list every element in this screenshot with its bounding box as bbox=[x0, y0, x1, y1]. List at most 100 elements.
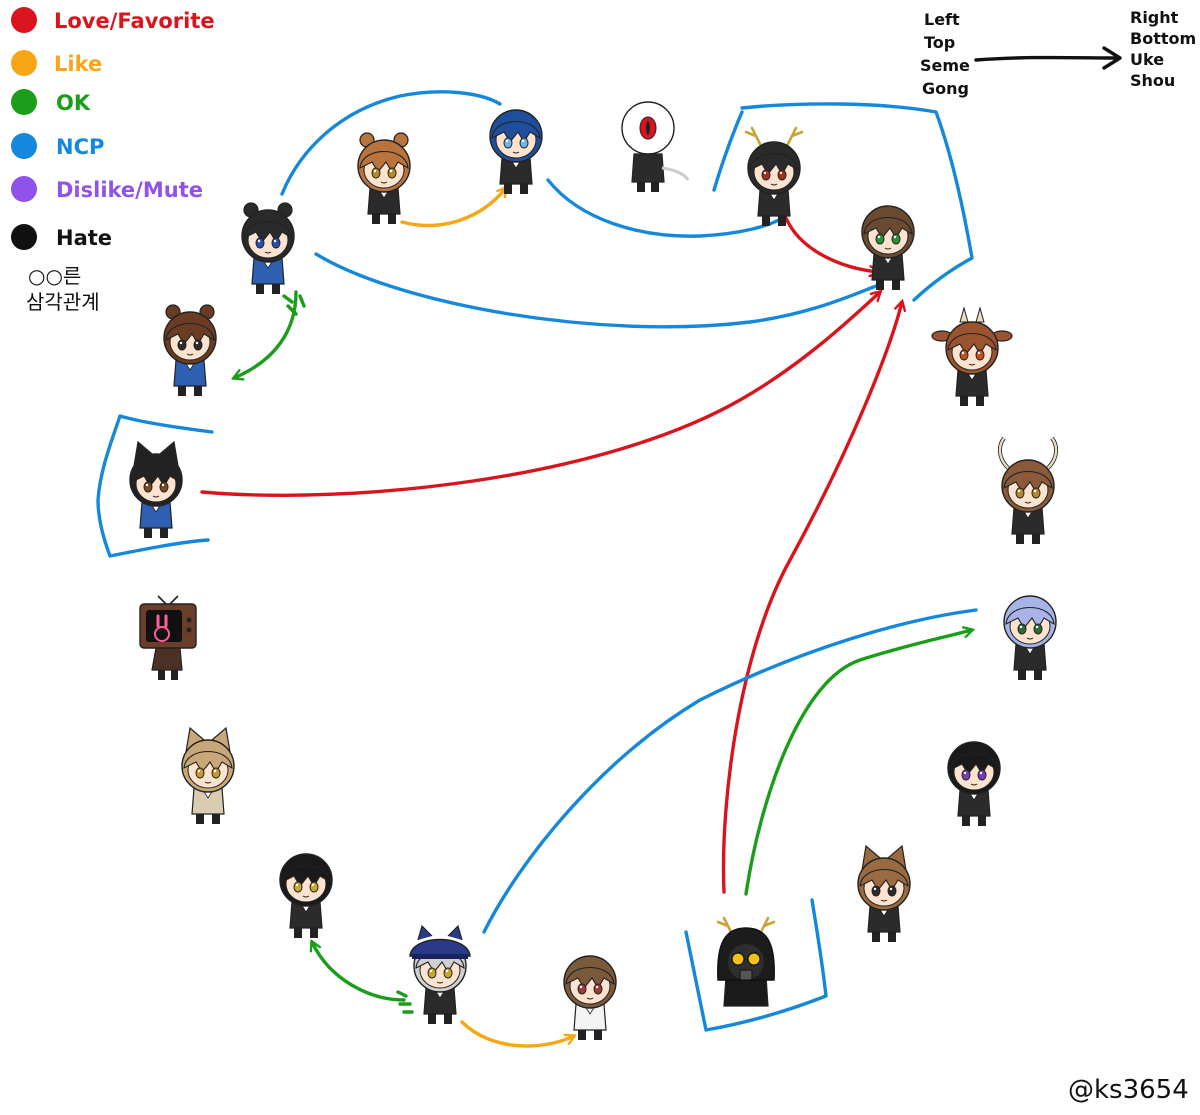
eye-shine-icon bbox=[145, 483, 149, 487]
bangs-icon bbox=[183, 750, 233, 774]
direction-left-line2: Top bbox=[924, 33, 955, 52]
body-icon bbox=[631, 153, 665, 183]
leg-icon bbox=[444, 1014, 452, 1024]
leg-icon bbox=[778, 216, 786, 226]
leg-icon bbox=[256, 284, 264, 294]
relation-line-r03 bbox=[546, 178, 784, 238]
bangs-icon bbox=[491, 120, 541, 144]
legend: Love/Favorite Like OK NCP Dislike/Mute H… bbox=[11, 7, 215, 314]
eye-shine-icon bbox=[873, 887, 877, 891]
legend-item-dislike: Dislike/Mute bbox=[11, 176, 203, 202]
leg-icon bbox=[892, 280, 900, 290]
eye-shine-icon bbox=[579, 985, 583, 989]
leg-icon bbox=[212, 814, 220, 824]
ok-sparkle-lower-icon bbox=[396, 990, 414, 1014]
leg-icon bbox=[272, 284, 280, 294]
leg-icon bbox=[578, 1030, 586, 1040]
artist-credit: @ks3654 bbox=[1068, 1075, 1189, 1105]
bunny-ear-icon bbox=[156, 614, 168, 628]
eye-shine-icon bbox=[963, 771, 967, 775]
mouth-icon bbox=[152, 495, 160, 498]
bangs-icon bbox=[281, 864, 331, 888]
bangs-icon bbox=[243, 220, 293, 244]
eye-icon bbox=[887, 885, 897, 897]
mouth-icon bbox=[204, 781, 212, 784]
direction-arrow-icon bbox=[974, 55, 1120, 62]
leg-icon bbox=[888, 932, 896, 942]
eye-icon bbox=[193, 339, 203, 351]
leg-icon bbox=[962, 816, 970, 826]
eye-shine-icon bbox=[1033, 489, 1037, 493]
eye-shine-icon bbox=[213, 769, 217, 773]
eye-shine-icon bbox=[505, 139, 509, 143]
eye-icon bbox=[309, 881, 319, 893]
eye-shine-icon bbox=[161, 483, 165, 487]
legend-item-like: Like bbox=[11, 50, 102, 76]
bangs-icon bbox=[859, 868, 909, 892]
leg-icon bbox=[196, 814, 204, 824]
leg-icon bbox=[594, 1030, 602, 1040]
leg-icon bbox=[372, 214, 380, 224]
legend-label-like: Like bbox=[54, 52, 102, 76]
mouth-icon bbox=[302, 895, 310, 898]
bangs-icon bbox=[359, 150, 409, 174]
eye-icon bbox=[387, 167, 397, 179]
antler-icon bbox=[744, 126, 804, 146]
leg-icon bbox=[428, 1014, 436, 1024]
character-c02 bbox=[489, 109, 543, 194]
eye-shine-icon bbox=[389, 169, 393, 173]
mouth-icon bbox=[586, 997, 594, 1000]
character-c18 bbox=[563, 955, 617, 1040]
character-c03 bbox=[621, 101, 690, 192]
eye-icon bbox=[427, 967, 437, 979]
mouth-icon bbox=[1024, 501, 1032, 504]
relations bbox=[200, 90, 978, 1048]
leg-icon bbox=[171, 670, 178, 680]
eye-icon bbox=[443, 967, 453, 979]
character-c08 bbox=[931, 306, 1013, 406]
relation-line-r10 bbox=[482, 608, 978, 934]
tv-knob-icon bbox=[186, 617, 192, 623]
legend-item-love: Love/Favorite bbox=[11, 7, 215, 33]
eye-shine-icon bbox=[373, 169, 377, 173]
dislike-dot-icon bbox=[11, 176, 37, 202]
legend-label-love: Love/Favorite bbox=[54, 9, 215, 33]
eye-icon bbox=[503, 137, 513, 149]
direction-right-line4: Shou bbox=[1130, 71, 1175, 90]
eye-shine-icon bbox=[311, 883, 315, 887]
eye-icon bbox=[1017, 623, 1027, 635]
relation-line-r04 bbox=[314, 252, 878, 329]
horn-icon bbox=[998, 437, 1058, 469]
leg-icon bbox=[160, 528, 168, 538]
eye-icon bbox=[195, 767, 205, 779]
eye-icon bbox=[1015, 487, 1025, 499]
eye-icon bbox=[271, 237, 281, 249]
eye-shine-icon bbox=[195, 341, 199, 345]
eye-icon bbox=[593, 983, 603, 995]
character-c14 bbox=[947, 741, 1001, 826]
eye-shine-icon bbox=[197, 769, 201, 773]
leg-icon bbox=[178, 386, 186, 396]
relation-line-r09 bbox=[744, 630, 972, 896]
eye-shine-icon bbox=[273, 239, 277, 243]
bangs-icon bbox=[863, 216, 913, 240]
eye-icon bbox=[977, 769, 987, 781]
bunny-face-icon bbox=[154, 626, 170, 642]
relation-line-r11 bbox=[312, 942, 406, 1002]
eye-icon bbox=[371, 167, 381, 179]
mouth-icon bbox=[968, 363, 976, 366]
leg-icon bbox=[1016, 534, 1024, 544]
eye-icon bbox=[975, 349, 985, 361]
direction-arrowhead-icon bbox=[1102, 46, 1122, 70]
bangs-icon bbox=[565, 966, 615, 990]
leg-icon bbox=[976, 396, 984, 406]
mask-lens-icon bbox=[747, 952, 761, 966]
relation-line-r07 bbox=[200, 292, 880, 497]
character-c04 bbox=[744, 126, 804, 226]
hate-dot-icon bbox=[11, 224, 37, 250]
character-c01 bbox=[357, 132, 411, 224]
eye-shine-icon bbox=[257, 239, 261, 243]
legend-label-ncp: NCP bbox=[56, 135, 104, 159]
bracket-c09 bbox=[96, 414, 214, 558]
